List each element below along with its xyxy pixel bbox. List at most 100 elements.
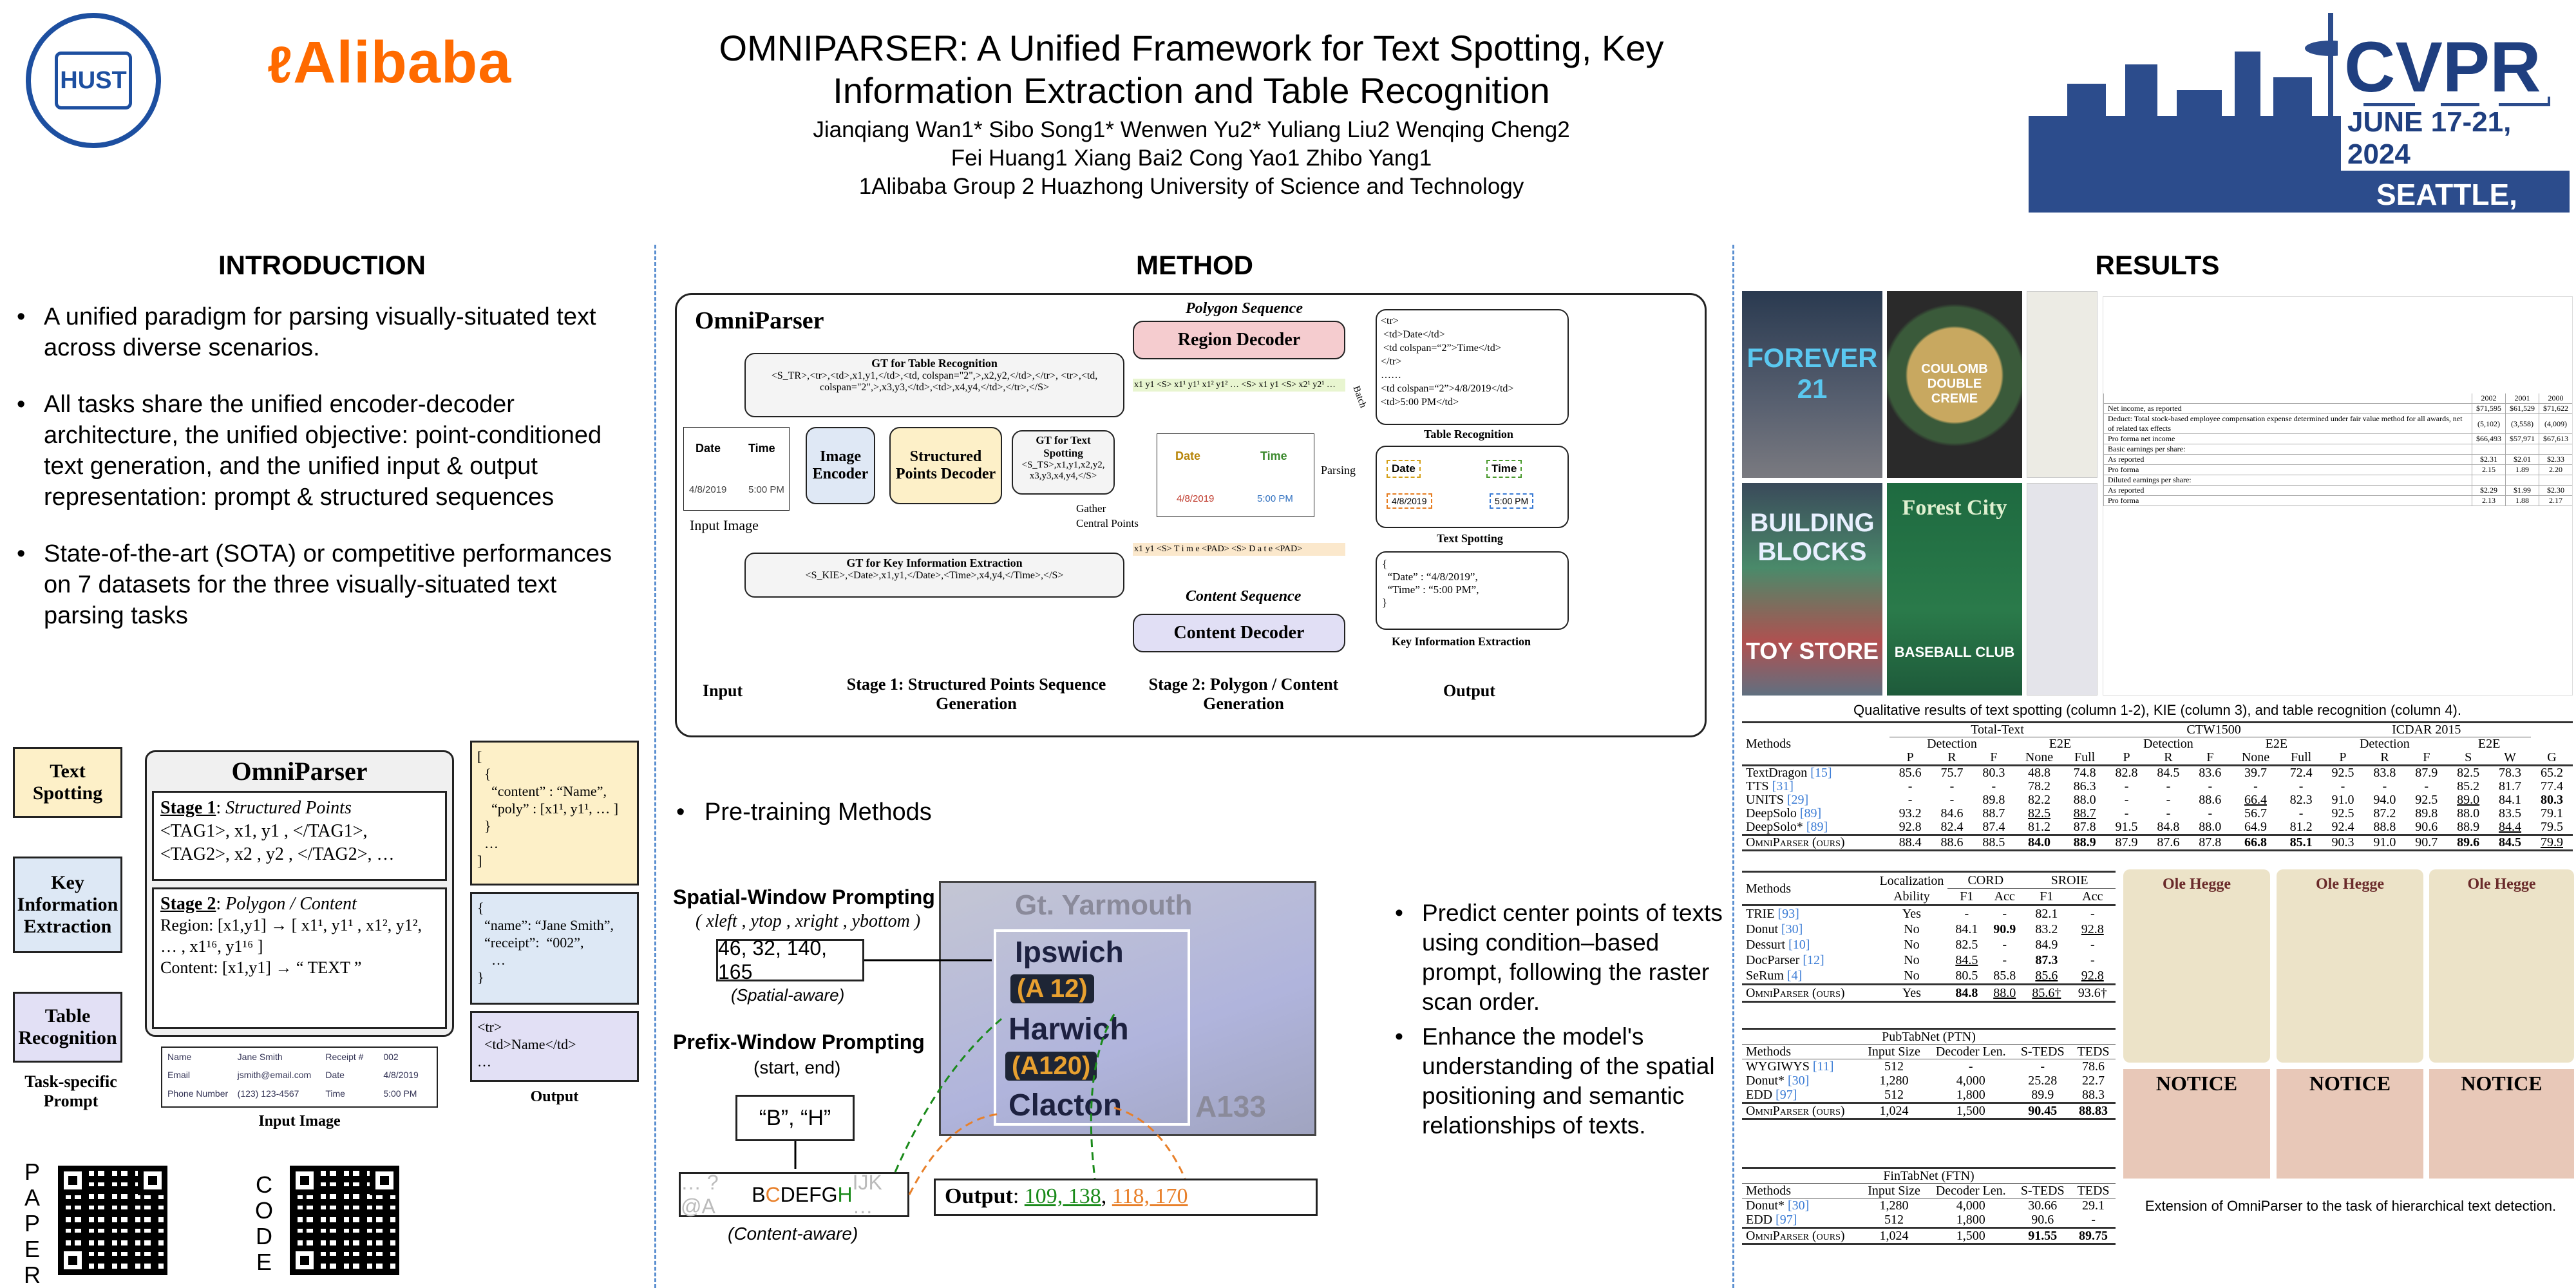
column-header: S-TEDS: [2020, 1184, 2065, 1198]
task-table-recognition: Table Recognition: [13, 992, 122, 1063]
method-label: SeRum: [1746, 969, 1784, 983]
table-cell: 92.8: [2081, 969, 2104, 983]
paper-qr-code[interactable]: [58, 1166, 167, 1275]
table-cell: 80.3: [1982, 766, 2005, 780]
table-cell: 88.3: [2082, 1088, 2105, 1102]
table-image-cell: [2505, 475, 2539, 486]
paper-label: PAPER: [24, 1159, 41, 1288]
column-header: Acc: [1985, 888, 2024, 905]
table-cell: 64.9: [2244, 820, 2267, 834]
gt-spot-title: GT for Text Spotting: [1036, 434, 1091, 459]
hust-emblem-icon: HUST: [55, 52, 132, 109]
table-cell: -: [2002, 938, 2007, 952]
title-row: FinTabNet (FTN): [1742, 1168, 2116, 1184]
affiliations: 1Alibaba Group 2 Huazhong University of …: [858, 174, 1524, 199]
method-label: OmniParser (ours): [1746, 835, 1845, 849]
method-label: Dessurt: [1746, 938, 1786, 952]
sign-text: Gt. Yarmouth: [1015, 889, 1193, 921]
gt-kie-text: <S_KIE>,<Date>,x1,y1,</Date>,<Time>,x4,y…: [805, 570, 1064, 581]
table-cell: 65.2: [2540, 766, 2563, 780]
column-header: S: [2465, 750, 2472, 764]
title-row: PubTabNet (PTN): [1742, 1028, 2116, 1045]
table-cell: 78.6: [2082, 1059, 2105, 1074]
output-kie: { “Date” : “4/8/2019”, “Time” : “5:00 PM…: [1376, 551, 1569, 630]
table-cell: 87.9: [2115, 835, 2138, 849]
table-cell: 88.0: [2199, 820, 2222, 834]
dataset-header: CORD: [1967, 873, 2004, 887]
doc-text: NOTICE: [2309, 1072, 2391, 1095]
pretraining-heading: •Pre-training Methods: [676, 799, 932, 826]
batch-label: Batch: [1350, 384, 1368, 410]
table-cell: 88.7: [1982, 806, 2005, 820]
method-label: Donut: [1746, 922, 1778, 936]
table-cell: 90.6: [2415, 820, 2438, 834]
citation: [30]: [1788, 1074, 1810, 1088]
table-cell: 92.5: [2331, 806, 2354, 820]
localization-cell: Yes: [1902, 907, 1921, 921]
bullet-icon: •: [676, 799, 685, 826]
method-name: Donut* [30]: [1742, 1198, 1861, 1213]
table-cell: 74.8: [2073, 766, 2096, 780]
doc-text: Ole Hegge: [2467, 876, 2536, 893]
table-cell: 82.3: [2289, 793, 2313, 807]
input-table-header: Time: [748, 442, 775, 455]
method-name: DocParser [12]: [1742, 952, 1875, 968]
authors-line: Fei Huang1 Xiang Bai2 Cong Yao1 Zhibo Ya…: [951, 146, 1432, 171]
table-cell: -: [2002, 953, 2007, 967]
citation: [89]: [1799, 806, 1822, 820]
table-cell: 1,800: [1956, 1088, 1985, 1102]
table-image-cell: $66,493: [2472, 433, 2506, 444]
code-qr-code[interactable]: [290, 1166, 399, 1275]
table-cell: 91.55: [2028, 1229, 2058, 1243]
omniparser-container: OmniParser Stage 1: Structured Points <T…: [145, 750, 454, 1037]
table-cell: 92.8: [2081, 922, 2104, 936]
citation: [97]: [1776, 1088, 1797, 1102]
table-cell: 88.9: [2457, 820, 2480, 834]
table-cell: -: [2340, 779, 2345, 793]
localization-cell: Yes: [1902, 986, 1921, 1000]
column-header: R: [2164, 750, 2173, 764]
column-header: W: [2504, 750, 2516, 764]
alphabet-text: C: [765, 1182, 781, 1206]
table-cell: -: [1949, 793, 1955, 807]
code-label: CODE: [254, 1171, 273, 1275]
intro-bullet: A unified paradigm for parsing visually-…: [13, 301, 631, 363]
dataset-header: CTW1500: [2186, 723, 2241, 737]
gt-spot-text: <S_TS>,x1,y1,x2,y2, x3,y3,x4,y4,</S>: [1021, 460, 1105, 481]
table-cell: -: [2124, 806, 2129, 820]
road-sign-photo: Gt. Yarmouth Ipswich (A 12) Harwich (A12…: [939, 881, 1316, 1136]
stage1-title: Structured Points: [225, 798, 352, 818]
table-image-cell: [2505, 444, 2539, 455]
table-cell: 512: [1884, 1059, 1904, 1074]
method-name: DeepSolo [89]: [1742, 807, 1889, 820]
table-image-row: Diluted earnings per share:: [2103, 475, 2572, 486]
method-label: DeepSolo: [1746, 806, 1797, 820]
green-dashed-arrow: [894, 1015, 1005, 1173]
table-cell: 88.83: [2079, 1104, 2108, 1118]
method-name: OmniParser (ours): [1742, 1103, 1861, 1119]
table-cell: 85.6: [2035, 969, 2058, 983]
sign-text: Harwich: [1009, 1012, 1129, 1046]
table-row: TRIE [93]Yes--82.1-: [1742, 905, 2116, 922]
column-header: Decoder Len.: [1935, 1184, 2006, 1198]
table-cell: -: [1908, 779, 1913, 793]
stage1-box: Stage 1: Structured Points <TAG1>, x1, y…: [152, 791, 447, 881]
table-cell: 83.8: [2373, 766, 2396, 780]
table-image-row: As reported$2.31$2.01$2.33: [2103, 454, 2572, 465]
input-table-cell: 4/8/2019: [689, 484, 727, 495]
column-divider: [1732, 245, 1734, 1288]
table-cell: -: [2166, 793, 2171, 807]
doc-text: Ole Hegge: [2163, 876, 2231, 893]
spatial-title: Spatial-Window Prompting: [673, 886, 935, 909]
table-cell: 90.45: [2028, 1104, 2058, 1118]
table-image-row: Basic earnings per share:: [2103, 444, 2572, 455]
table-cell: 1,500: [1956, 1104, 1985, 1118]
table-cell: 87.8: [2073, 820, 2096, 834]
method-heading: METHOD: [1136, 250, 1253, 280]
